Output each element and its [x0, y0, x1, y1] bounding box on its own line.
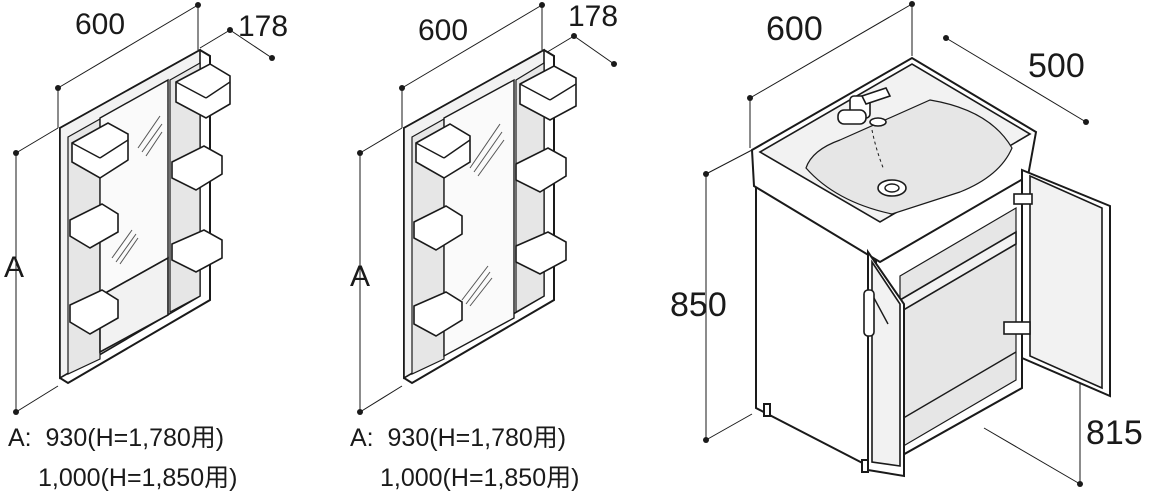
- left-tray-set: [69, 63, 231, 335]
- middle-note-row2: 1,000(H=1,850用): [380, 466, 579, 491]
- vanity-width-label: 600: [766, 10, 823, 48]
- vanity-counter-height-label: 815: [1086, 414, 1143, 452]
- left-height-dimension: A: [4, 127, 59, 415]
- left-note-row1: A: 930(H=1,780用): [8, 426, 224, 451]
- middle-depth-label: 178: [568, 0, 618, 33]
- left-lower-door: [99, 256, 169, 354]
- middle-note-row1: A: 930(H=1,780用): [350, 426, 566, 451]
- left-width-dimension: 600: [55, 2, 201, 128]
- left-note-value1: 930(H=1,780用): [45, 424, 225, 452]
- middle-note-value1: 930(H=1,780用): [387, 424, 567, 452]
- vanity-height-dimension: 850: [670, 149, 753, 443]
- left-depth-label: 178: [238, 10, 288, 43]
- drain: [877, 179, 907, 197]
- mirror-cabinet-left: 600 178 A: [4, 2, 288, 415]
- vanity-left-door: [863, 248, 905, 478]
- left-note-prefix: A:: [8, 424, 32, 452]
- middle-width-dimension: 600: [399, 2, 545, 128]
- hinge-bottom: [1003, 321, 1031, 335]
- hinge-top: [1013, 193, 1033, 205]
- middle-height-label: A: [350, 260, 370, 293]
- left-note-row2: 1,000(H=1,850用): [38, 466, 237, 491]
- left-height-label: A: [4, 251, 24, 284]
- vanity-depth-label: 500: [1028, 47, 1085, 85]
- left-depth-dimension: 178: [199, 10, 288, 61]
- vanity-unit: 600 500 850 815: [670, 1, 1143, 487]
- middle-depth-dimension: 178: [543, 0, 618, 67]
- mirror-cabinet-middle: 600 178 A: [350, 0, 618, 415]
- middle-note-prefix: A:: [350, 424, 374, 452]
- basin-top: [750, 56, 1038, 264]
- faucet: [837, 87, 892, 127]
- left-note-value2: 1,000(H=1,850用): [38, 464, 238, 492]
- door-handle: [863, 289, 875, 337]
- vanity-right-door: [1003, 168, 1111, 398]
- vanity-width-dimension: 600: [747, 1, 915, 148]
- vanity-height-label: 850: [670, 286, 727, 324]
- middle-width-label: 600: [418, 14, 468, 47]
- middle-tray-set: [413, 65, 577, 337]
- middle-note-value2: 1,000(H=1,850用): [380, 464, 580, 492]
- middle-height-dimension: A: [350, 127, 403, 415]
- vanity-depth-dimension: 500: [943, 35, 1089, 125]
- left-width-label: 600: [75, 8, 125, 41]
